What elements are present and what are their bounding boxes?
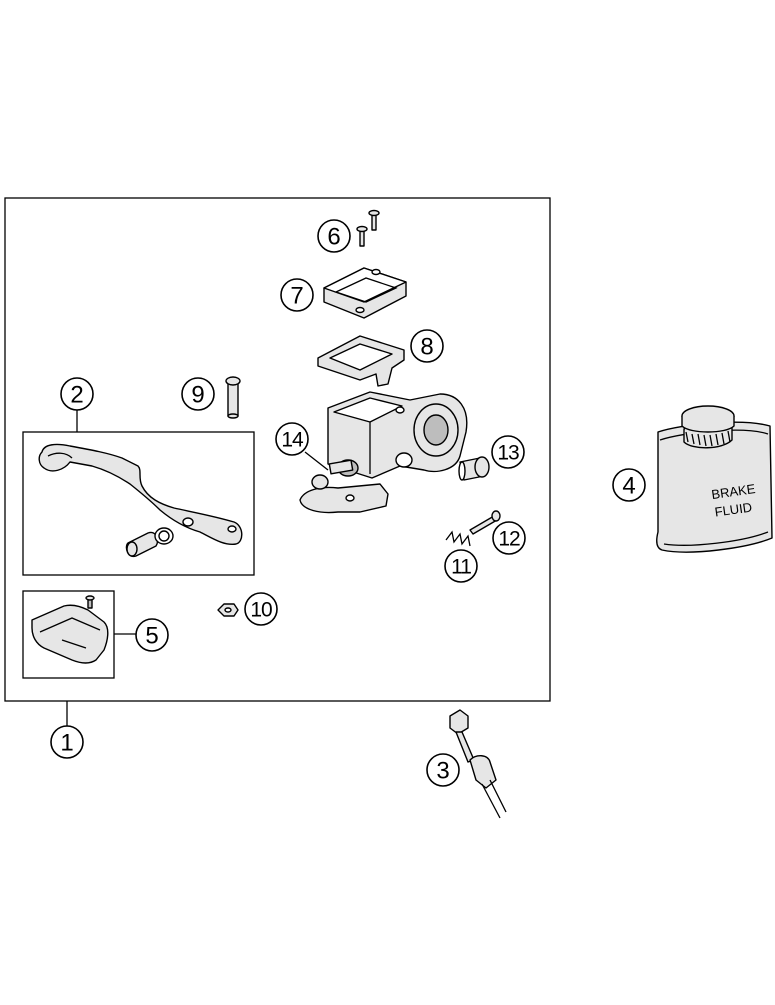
callout-11: 11	[444, 549, 478, 583]
callout-3: 3	[426, 753, 460, 787]
return-spring	[445, 530, 471, 547]
pivot-pin	[225, 376, 241, 419]
svg-text:3: 3	[436, 758, 449, 785]
svg-text:5: 5	[145, 623, 158, 650]
assembly-frame	[4, 197, 551, 702]
adjuster-screw	[469, 510, 501, 535]
lever-cover	[31, 595, 109, 664]
callout-2: 2	[60, 377, 94, 411]
master-cylinder-body	[327, 391, 468, 479]
banjo-bolt	[458, 456, 490, 481]
reservoir-cap	[323, 267, 407, 319]
callout-10: 10	[244, 592, 278, 626]
piston-assembly	[299, 459, 389, 514]
brake-fluid-label-line2: FLUID	[714, 500, 753, 520]
callout-8: 8	[410, 329, 444, 363]
brake-fluid-can	[656, 405, 773, 553]
brake-fluid-label-line1: BRAKE	[711, 481, 757, 502]
svg-text:4: 4	[622, 473, 635, 500]
callout-13: 13	[491, 435, 525, 469]
svg-text:2: 2	[70, 382, 83, 409]
reservoir-diaphragm	[317, 335, 405, 387]
callout-5: 5	[135, 618, 169, 652]
brake-hose	[449, 709, 507, 819]
svg-text:9: 9	[191, 382, 204, 409]
svg-text:13: 13	[497, 442, 519, 465]
reservoir-screws	[356, 209, 380, 247]
callout-4: 4	[612, 468, 646, 502]
lever-subframe	[22, 431, 255, 576]
callout-1: 1	[50, 725, 84, 759]
lever-bushing	[125, 527, 174, 558]
svg-text:7: 7	[290, 283, 303, 310]
svg-text:14: 14	[281, 429, 304, 452]
callout-9: 9	[181, 377, 215, 411]
hex-nut	[217, 603, 239, 617]
hand-lever	[38, 443, 243, 546]
callout-14: 14	[275, 422, 309, 456]
callout-6: 6	[317, 219, 351, 253]
svg-text:6: 6	[327, 224, 340, 251]
callout-12: 12	[492, 521, 526, 555]
callout-7: 7	[280, 278, 314, 312]
svg-text:8: 8	[420, 334, 433, 361]
svg-text:11: 11	[451, 556, 471, 579]
svg-text:12: 12	[498, 528, 520, 551]
svg-text:1: 1	[60, 730, 73, 757]
leader-line-14	[304, 451, 329, 471]
svg-text:10: 10	[250, 599, 272, 622]
